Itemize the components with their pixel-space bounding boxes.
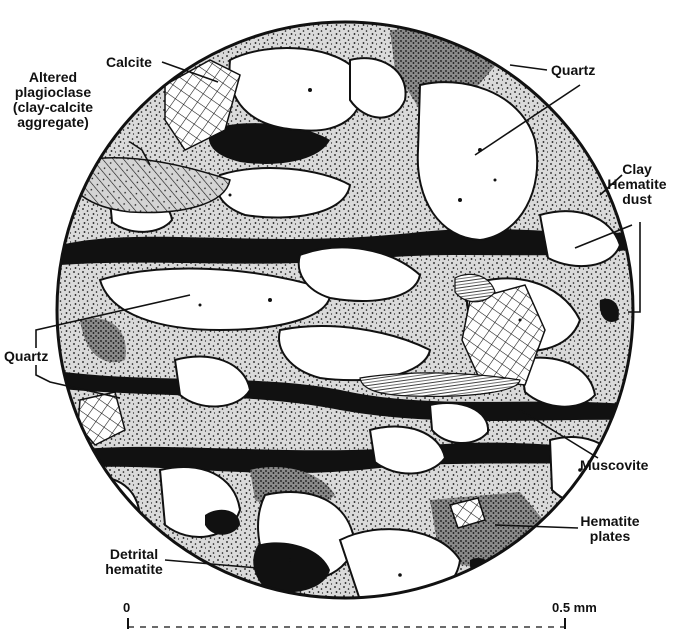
label-altered-plagioclase-line-3: (clay-calcite bbox=[3, 100, 103, 115]
label-hematite: Hematite bbox=[596, 177, 678, 192]
label-calcite: Calcite bbox=[106, 55, 152, 70]
label-altered-plagioclase-line-4: aggregate) bbox=[3, 115, 103, 130]
label-altered-plagioclase-line-1: Altered bbox=[3, 70, 103, 85]
label-quartz-left: Quartz bbox=[4, 349, 48, 364]
label-detrital-hematite-line-2: hematite bbox=[94, 562, 174, 577]
label-dust: dust bbox=[596, 192, 678, 207]
label-clay: Clay bbox=[596, 162, 678, 177]
label-muscovite: Muscovite bbox=[580, 458, 648, 473]
field-of-view bbox=[40, 10, 660, 610]
scale-bar bbox=[128, 618, 565, 629]
label-hematite-plates: Hematite plates bbox=[570, 514, 650, 544]
label-quartz-top: Quartz bbox=[551, 63, 595, 78]
label-hematite-plates-line-1: Hematite bbox=[570, 514, 650, 529]
scale-bar-start-label: 0 bbox=[123, 600, 130, 615]
label-altered-plagioclase-line-2: plagioclase bbox=[3, 85, 103, 100]
label-detrital-hematite: Detrital hematite bbox=[94, 547, 174, 577]
label-clay-hematite-dust: Clay Hematite dust bbox=[596, 162, 678, 207]
hematite-plate-grain bbox=[500, 553, 520, 569]
label-hematite-plates-line-2: plates bbox=[570, 529, 650, 544]
scale-bar-end-label: 0.5 mm bbox=[552, 600, 597, 615]
label-detrital-hematite-line-1: Detrital bbox=[94, 547, 174, 562]
label-altered-plagioclase: Altered plagioclase (clay-calcite aggreg… bbox=[3, 70, 103, 130]
